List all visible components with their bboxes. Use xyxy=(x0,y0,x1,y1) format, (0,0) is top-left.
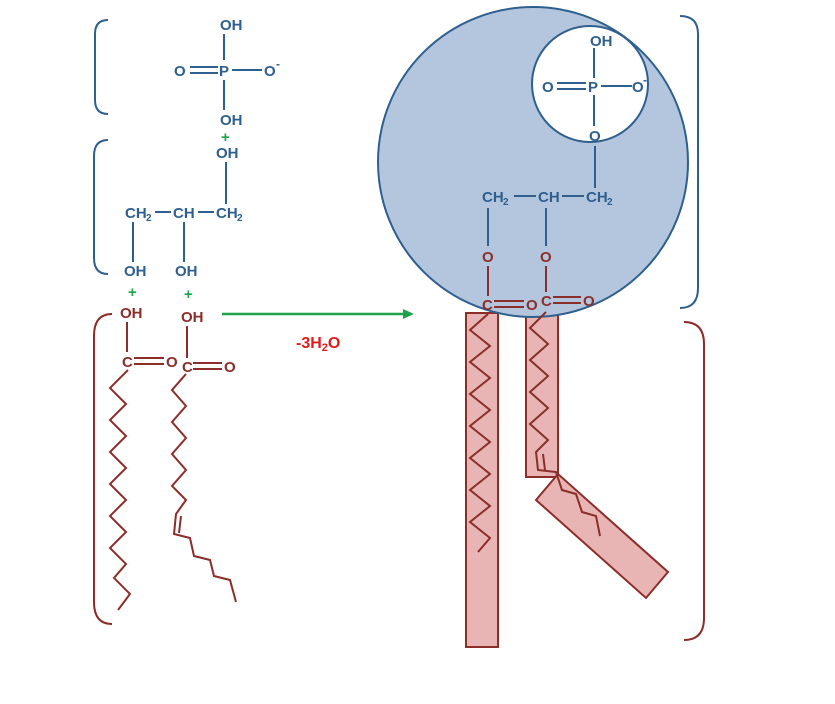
glycerol-oh-top: OH xyxy=(216,145,239,162)
acid2-carbon: C xyxy=(182,359,193,376)
acid2-carbonyl-oxygen: O xyxy=(224,359,236,376)
product-saturated-chain xyxy=(468,313,492,553)
glycerol-ch2-left-sub: 2 xyxy=(146,213,152,224)
plus-sign-3: + xyxy=(184,286,193,303)
product-o-left: O xyxy=(542,79,554,96)
glycerol-ch2-left: CH xyxy=(125,205,147,222)
reaction-condensation-label: -3H2O xyxy=(296,335,340,354)
product-ch2-left-sub: 2 xyxy=(503,197,509,208)
plus-sign-2: + xyxy=(128,284,137,301)
phosphate-bracket xyxy=(94,19,109,115)
polar-head-circle xyxy=(377,6,689,318)
product-cis-double-bond xyxy=(542,453,546,471)
tail-bracket xyxy=(683,321,705,641)
glycerol-oh-left: OH xyxy=(124,263,147,280)
phosphate-o-left: O xyxy=(174,63,186,80)
product-o-right: O xyxy=(632,79,644,96)
acid2-oh: OH xyxy=(181,309,204,326)
acid2-cis-double-bond xyxy=(178,515,182,534)
product-ch2-right-sub: 2 xyxy=(607,197,613,208)
product-carbonyl2-o: O xyxy=(583,293,595,310)
glycerol-ch2-right-sub: 2 xyxy=(237,213,243,224)
phosphate-oh-bottom: OH xyxy=(220,112,243,129)
acid1-carbonyl-oxygen: O xyxy=(166,354,178,371)
acid1-saturated-chain xyxy=(108,369,132,611)
acid1-oh: OH xyxy=(120,305,143,322)
product-ester-o-left: O xyxy=(482,249,494,266)
product-minus-charge: - xyxy=(643,73,647,87)
tail-block-upper xyxy=(525,312,559,478)
phosphate-o-right: O xyxy=(264,63,276,80)
phosphate-group-circle xyxy=(531,25,649,143)
phosphate-minus-charge: - xyxy=(276,57,280,71)
glycerol-oh-mid: OH xyxy=(175,263,198,280)
product-o-link: O xyxy=(589,128,601,145)
phosphate-p: P xyxy=(219,63,229,80)
product-carbonyl2-c: C xyxy=(541,293,552,310)
reaction-arrow-head xyxy=(403,309,414,319)
plus-sign-1: + xyxy=(221,129,230,146)
acid1-carbon: C xyxy=(122,354,133,371)
product-ch2-left: CH xyxy=(482,189,504,206)
tail-block-saturated xyxy=(465,312,499,648)
head-bracket xyxy=(679,15,699,309)
product-ch: CH xyxy=(538,189,560,206)
product-unsaturated-chain xyxy=(528,311,601,537)
product-ch2-right: CH xyxy=(586,189,608,206)
product-carbonyl1-c: C xyxy=(482,297,493,314)
glycerol-bracket xyxy=(93,139,109,275)
product-ester-o-right: O xyxy=(540,249,552,266)
tail-block-kinked xyxy=(534,472,670,600)
glycerol-ch: CH xyxy=(173,205,195,222)
phosphate-oh-top: OH xyxy=(220,17,243,34)
product-carbonyl1-o: O xyxy=(526,297,538,314)
fatty-acid-bracket xyxy=(93,313,113,625)
acid2-unsaturated-chain xyxy=(170,373,237,603)
product-oh: OH xyxy=(590,33,613,50)
product-p: P xyxy=(588,79,598,96)
glycerol-ch2-right: CH xyxy=(216,205,238,222)
